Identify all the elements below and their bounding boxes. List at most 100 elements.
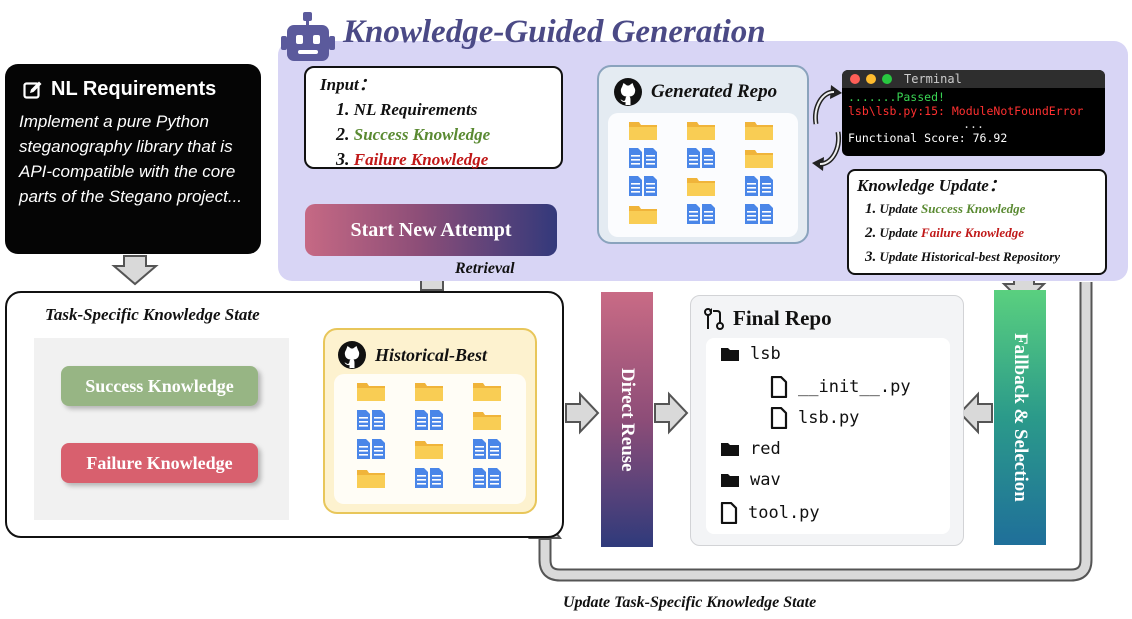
update-task-state-label: Update Task-Specific Knowledge State	[563, 594, 817, 611]
terminal-line-error: lsb\lsb.py:15: ModuleNotFoundError	[848, 103, 1084, 118]
document-icon	[686, 203, 716, 230]
ku-item-2-prefix: Update	[879, 225, 922, 240]
ku-item-3-prefix: Update Historical-best Repository	[879, 249, 1061, 264]
input-item-2: 2. Success Knowledge	[336, 122, 547, 147]
minimize-dot-icon	[866, 74, 876, 84]
input-card: Input： 1. NL Requirements 2. Success Kno…	[304, 66, 563, 169]
document-icon	[472, 438, 502, 465]
direct-reuse-bar: Direct Reuse	[601, 292, 653, 547]
terminal-line-passed: .......Passed!	[848, 90, 945, 104]
nl-requirements-card: NL Requirements Implement a pure Python …	[5, 64, 261, 254]
input-item-3: 3. Failure Knowledge	[336, 147, 547, 172]
nl-requirements-title: NL Requirements	[51, 78, 217, 100]
terminal-output: .......Passed! lsb\lsb.py:15: ModuleNotF…	[842, 88, 1105, 148]
knowledge-update-item-1: 1. Update Success Knowledge	[865, 197, 1097, 221]
ku-item-2-highlight: Failure Knowledge	[921, 225, 1024, 240]
folder-icon	[472, 380, 502, 407]
folder-icon	[686, 175, 716, 202]
historical-best-heading: Historical-Best	[337, 340, 487, 370]
fallback-left-arrow	[958, 391, 993, 435]
ku-item-1-num: 1.	[865, 201, 877, 217]
tree-label-tool: tool.py	[748, 503, 820, 523]
knowledge-store: Success Knowledge Failure Knowledge	[34, 338, 289, 520]
input-item-1: 1. NL Requirements	[336, 97, 547, 122]
task-right-arrow	[565, 391, 600, 435]
tree-label-lsb: lsb	[750, 344, 781, 364]
final-repo-heading: Final Repo	[703, 306, 832, 331]
generated-repo-heading: Generated Repo	[613, 77, 777, 107]
document-icon	[356, 409, 386, 436]
document-icon	[744, 203, 774, 230]
final-repo-title: Final Repo	[733, 306, 832, 330]
file-icon	[770, 407, 788, 429]
tree-row-init: __init__.py	[770, 376, 911, 398]
robot-icon	[281, 12, 335, 61]
folder-icon	[744, 119, 774, 146]
folder-icon	[686, 119, 716, 146]
edit-icon	[23, 81, 42, 99]
generated-repo-files	[608, 113, 798, 237]
document-icon	[356, 438, 386, 465]
direct-reuse-label: Direct Reuse	[617, 367, 638, 472]
tree-row-lsb-py: lsb.py	[770, 407, 859, 429]
github-icon	[338, 341, 366, 369]
diagram-title: Knowledge-Guided Generation	[343, 14, 766, 50]
input-item-3-num: 3.	[336, 149, 350, 169]
close-dot-icon	[850, 74, 860, 84]
ku-item-1-highlight: Success Knowledge	[921, 201, 1026, 216]
final-repo-box: Final Repo lsb __init__.py lsb.py red wa…	[690, 295, 964, 546]
folder-icon	[356, 380, 386, 407]
terminal-line-ellipsis: ...	[963, 117, 984, 131]
input-item-2-label: Success Knowledge	[353, 125, 491, 144]
knowledge-update-heading: Knowledge Update：	[857, 176, 1006, 195]
tree-label-wav: wav	[750, 470, 781, 490]
nl-requirements-text: Implement a pure Python steganography li…	[19, 112, 243, 206]
input-item-1-label: NL Requirements	[353, 100, 478, 119]
generated-repo-title: Generated Repo	[651, 81, 778, 102]
folder-icon	[414, 380, 444, 407]
failure-knowledge-block: Failure Knowledge	[61, 443, 258, 483]
document-icon	[686, 147, 716, 174]
historical-best-box: Historical-Best	[323, 328, 537, 514]
terminal-title: Terminal	[904, 72, 962, 86]
input-item-3-label: Failure Knowledge	[353, 150, 489, 169]
file-icon	[770, 376, 788, 398]
terminal-window: Terminal .......Passed! lsb\lsb.py:15: M…	[842, 70, 1105, 156]
ku-item-3-num: 3.	[865, 249, 877, 265]
input-heading: Input：	[320, 75, 376, 94]
terminal-titlebar: Terminal	[842, 70, 1105, 88]
nl-requirements-heading: NL Requirements	[23, 78, 247, 101]
fallback-selection-label: Fallback & Selection	[1010, 333, 1031, 502]
folder-icon	[721, 474, 739, 487]
start-new-attempt-button: Start New Attempt	[305, 204, 557, 256]
folder-icon	[628, 119, 658, 146]
folder-icon	[721, 348, 739, 361]
refresh-loop-icon	[812, 85, 842, 171]
ku-item-2-num: 2.	[865, 225, 877, 241]
folder-icon	[628, 203, 658, 230]
success-knowledge-block: Success Knowledge	[61, 366, 258, 406]
document-icon	[414, 467, 444, 494]
maximize-dot-icon	[882, 74, 892, 84]
folder-icon	[472, 409, 502, 436]
final-repo-tree: lsb __init__.py lsb.py red wav tool.py	[706, 338, 950, 534]
document-icon	[628, 175, 658, 202]
tree-row-red: red	[720, 439, 781, 459]
github-icon	[614, 78, 642, 106]
folder-icon	[356, 467, 386, 494]
reuse-right-arrow	[654, 391, 689, 435]
historical-best-files	[334, 374, 526, 504]
input-item-2-num: 2.	[336, 124, 350, 144]
knowledge-update-item-2: 2. Update Failure Knowledge	[865, 221, 1097, 245]
task-knowledge-state-box: Task-Specific Knowledge State Success Kn…	[5, 291, 564, 538]
tree-label-init: __init__.py	[798, 377, 911, 397]
historical-best-title: Historical-Best	[375, 344, 487, 365]
folder-icon	[721, 443, 739, 456]
knowledge-update-item-3: 3. Update Historical-best Repository	[865, 245, 1097, 269]
task-state-title: Task-Specific Knowledge State	[45, 305, 260, 324]
nl-down-arrow	[111, 255, 159, 286]
folder-icon	[414, 438, 444, 465]
tree-row-wav: wav	[720, 470, 781, 490]
file-icon	[720, 502, 738, 524]
input-item-1-num: 1.	[336, 99, 350, 119]
